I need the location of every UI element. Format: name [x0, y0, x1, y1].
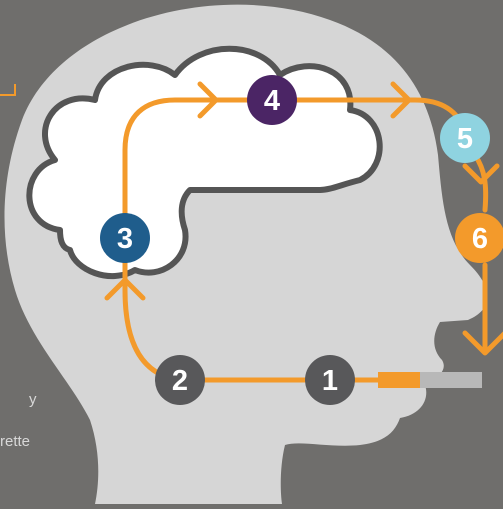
accent-underline — [0, 84, 16, 96]
cigarette — [378, 372, 482, 388]
node-4-label: 4 — [264, 85, 280, 117]
node-3-circle — [100, 213, 150, 263]
node-1-circle — [305, 355, 355, 405]
cutoff-text-line-1: y — [29, 391, 37, 408]
path-segment-3-to-4 — [122, 97, 268, 243]
node-6-label: 6 — [472, 223, 488, 255]
arrow-toward-5 — [390, 81, 412, 119]
node-5: 5 — [440, 113, 490, 163]
arrow-toward-4 — [197, 81, 219, 119]
node-1-label: 1 — [322, 365, 338, 397]
node-6: 6 — [455, 213, 503, 263]
arrow-toward-6 — [462, 163, 500, 185]
node-4: 4 — [247, 75, 297, 125]
node-6-circle — [455, 213, 503, 263]
node-4-circle — [247, 75, 297, 125]
cutoff-text-line-2: rette — [0, 433, 31, 450]
node-2-label: 2 — [172, 365, 188, 397]
flow-arrows — [104, 81, 503, 356]
node-1: 1 — [305, 355, 355, 405]
node-3: 3 — [100, 213, 150, 263]
arrow-into-3 — [104, 277, 146, 301]
cigarette-body — [420, 372, 482, 388]
node-2-circle — [155, 355, 205, 405]
node-5-label: 5 — [457, 123, 473, 155]
node-2: 2 — [155, 355, 205, 405]
node-5-circle — [440, 113, 490, 163]
arrow-down-end — [462, 330, 503, 356]
cigarette-filter — [378, 372, 420, 388]
node-3-label: 3 — [117, 223, 133, 255]
